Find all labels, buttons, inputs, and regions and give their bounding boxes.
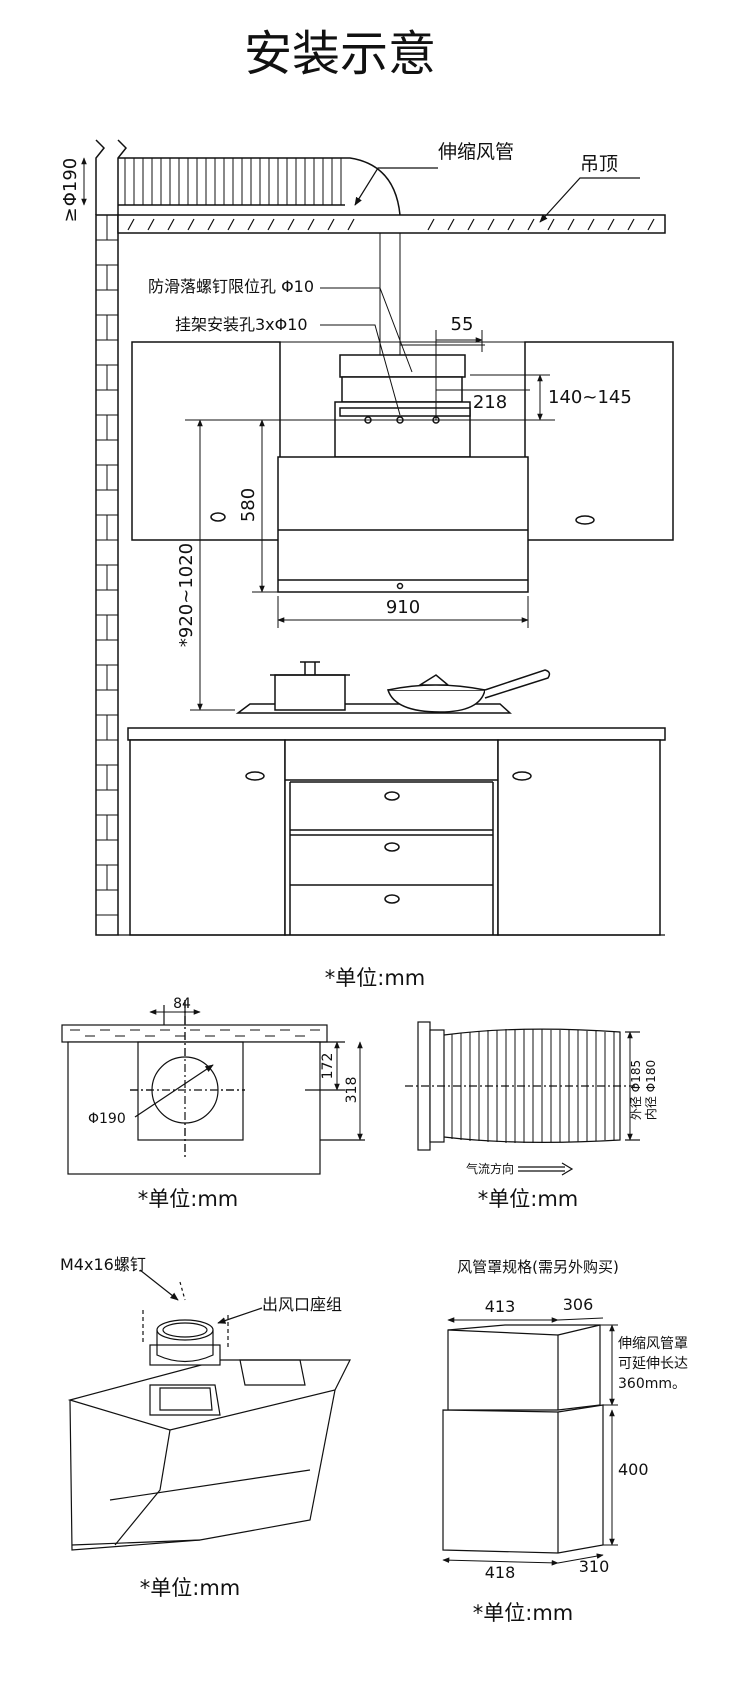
label-cover-title: 风管罩规格(需另外购买)	[457, 1258, 619, 1276]
dim-218: 218	[473, 392, 507, 413]
dim-920-1020: *920~1020	[176, 543, 197, 647]
dim-318: 318	[344, 1077, 360, 1104]
hood-top-view	[61, 1000, 365, 1175]
base-cabinet-left	[129, 739, 286, 936]
label-screw-hole: 防滑落螺钉限位孔 Φ10	[148, 277, 314, 296]
label-outer-dia: 外径 Φ185	[629, 1060, 643, 1120]
dim-413: 413	[485, 1297, 516, 1316]
label-flex-duct: 伸缩风管	[438, 141, 514, 163]
dim-172: 172	[320, 1053, 336, 1080]
pan	[386, 689, 486, 713]
page-title: 安装示意	[244, 26, 436, 82]
label-inner-dia: 内径 Φ180	[644, 1060, 658, 1120]
dim-910: 910	[386, 597, 420, 618]
dim-306: 306	[563, 1295, 594, 1314]
mount-bracket	[339, 354, 466, 378]
base-cabinet-right	[497, 739, 661, 936]
duct-cover-view	[442, 1317, 618, 1566]
flex-duct	[118, 157, 401, 216]
label-airflow: 气流方向	[466, 1161, 514, 1176]
hood-3d-view	[67, 1269, 351, 1551]
countertop	[127, 727, 666, 741]
flex-duct-view	[405, 1021, 640, 1176]
dim-310: 310	[579, 1557, 610, 1576]
dim-580: 580	[238, 488, 259, 522]
label-phi190: Φ190	[88, 1111, 126, 1127]
dim-400: 400	[618, 1460, 649, 1479]
unit-bottom-right: *单位:mm	[473, 1601, 574, 1625]
label-screw: M4x16螺钉	[60, 1255, 146, 1274]
main-install-diagram	[81, 139, 674, 936]
label-outlet: 出风口座组	[262, 1295, 342, 1314]
ceiling-hatch	[127, 218, 655, 231]
ceiling-board	[117, 214, 666, 234]
dim-140-145: 140~145	[548, 387, 632, 408]
label-ceiling: 吊顶	[580, 153, 618, 175]
pot	[274, 674, 346, 711]
dim-418: 418	[485, 1563, 516, 1582]
label-duct-dia: Φ190	[60, 158, 81, 207]
unit-main: *单位:mm	[325, 966, 426, 990]
range-hood-body	[277, 456, 529, 593]
base-cabinet-mid	[284, 739, 499, 936]
unit-mid-left: *单位:mm	[138, 1187, 239, 1211]
dim-55: 55	[451, 314, 474, 335]
unit-bottom-left: *单位:mm	[140, 1576, 241, 1600]
unit-mid-right: *单位:mm	[478, 1187, 579, 1211]
upper-cabinet-right	[524, 341, 674, 541]
wall-break-symbol	[95, 139, 128, 215]
label-note2: 可延伸长达	[618, 1356, 688, 1372]
label-note3: 360mm。	[618, 1376, 686, 1392]
label-bracket-holes: 挂架安装孔3xΦ10	[175, 315, 308, 334]
upper-cabinet-left	[131, 341, 281, 541]
label-note1: 伸缩风管罩	[618, 1336, 688, 1352]
wall-bricks	[96, 215, 118, 916]
label-ge: ≥	[60, 207, 81, 222]
dim-84: 84	[173, 996, 191, 1012]
